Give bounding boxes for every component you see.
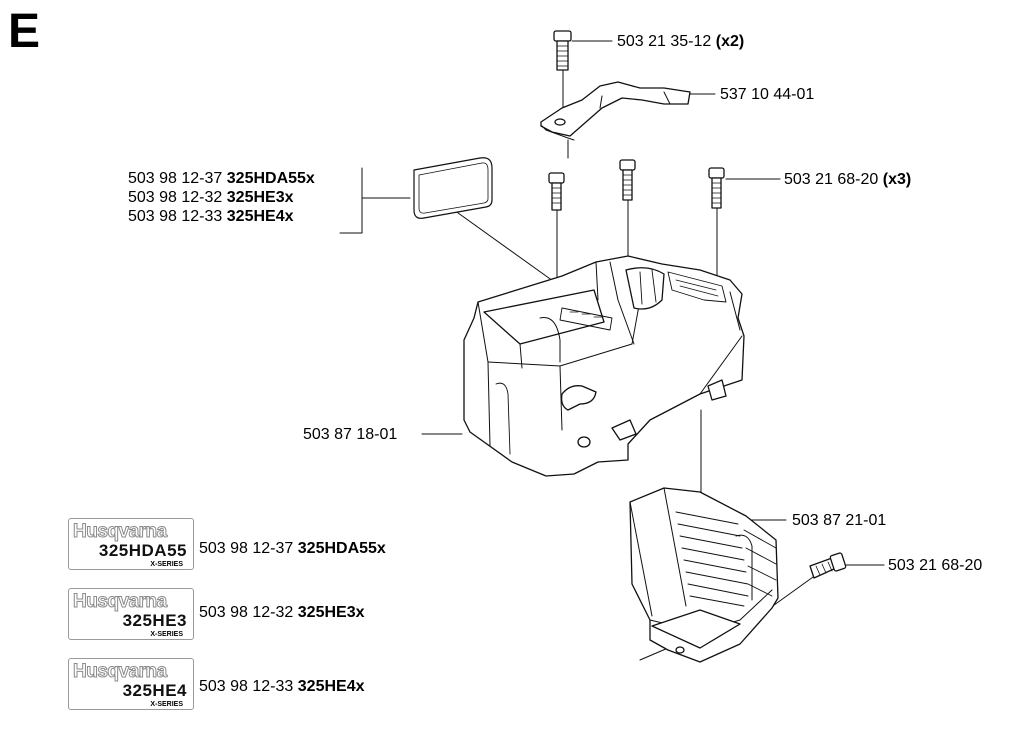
decal-series: X-SERIES: [150, 561, 183, 568]
decal-325he3: Husqvarna 325HE3 X-SERIES: [68, 588, 194, 640]
decal-brand: Husqvarna: [73, 661, 168, 683]
callout-screws-x3: 503 21 68-20 (x3): [784, 171, 912, 188]
decal-sticker: [413, 157, 493, 219]
decal-325he4: Husqvarna 325HE4 X-SERIES: [68, 658, 194, 710]
decal-caption-2: 503 98 12-32 325HE3x: [199, 604, 365, 621]
callout-cylinder-cover: 503 87 18-01: [303, 426, 398, 443]
decal-series: X-SERIES: [150, 701, 183, 708]
decal-brand: Husqvarna: [73, 591, 168, 613]
section-letter: E: [8, 5, 41, 58]
callout-side-screw: 503 21 68-20: [888, 557, 983, 574]
callout-screw-top: 503 21 35-12 (x2): [617, 33, 745, 50]
decal-model: 325HDA55: [98, 541, 187, 560]
label-group-row-1: 503 98 12-37 325HDA55x: [128, 170, 315, 187]
callout-lower-cover: 503 87 21-01: [792, 512, 887, 529]
screws-row: [548, 159, 725, 211]
screw-side: [809, 552, 847, 579]
decal-325hda55: Husqvarna 325HDA55 X-SERIES: [68, 518, 194, 570]
screw-top: [553, 30, 572, 71]
lower-cover-part: [629, 487, 779, 663]
decal-caption-1: 503 98 12-37 325HDA55x: [199, 540, 386, 557]
decal-caption-3: 503 98 12-33 325HE4x: [199, 678, 365, 695]
label-group-row-3: 503 98 12-33 325HE4x: [128, 208, 294, 225]
decal-model: 325HE4: [122, 681, 187, 700]
cylinder-cover-part: [463, 255, 745, 477]
decal-series: X-SERIES: [150, 631, 183, 638]
decal-brand: Husqvarna: [73, 521, 168, 543]
label-group-row-2: 503 98 12-32 325HE3x: [128, 189, 294, 206]
callout-handle-cover: 537 10 44-01: [720, 86, 815, 103]
decal-model: 325HE3: [122, 611, 187, 630]
handle-cover-part: [540, 81, 691, 141]
